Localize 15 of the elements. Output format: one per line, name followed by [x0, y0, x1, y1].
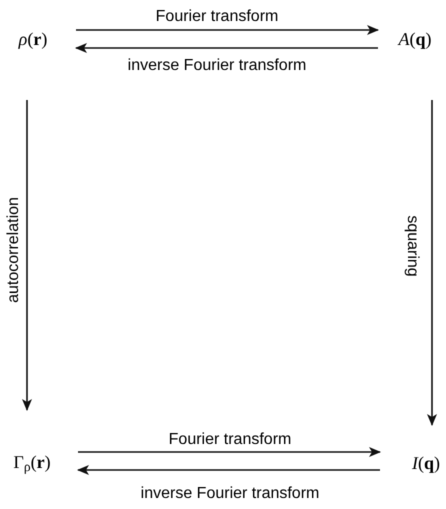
math-symbol: ρ(r): [18, 30, 48, 48]
edge-label: Fourier transform: [168, 432, 292, 448]
edge-label: squaring: [404, 215, 420, 277]
arrow: [77, 465, 380, 475]
math-symbol: I(q): [412, 454, 440, 472]
arrow: [427, 100, 437, 426]
arrow: [75, 43, 378, 53]
arrow: [22, 100, 32, 411]
edge-label: inverse Fourier transform: [128, 58, 306, 74]
edge-label: inverse Fourier transform: [140, 486, 320, 502]
math-symbol: A(q): [398, 30, 432, 48]
edge-label: autocorrelation: [6, 197, 22, 303]
arrow: [76, 25, 379, 35]
arrow: [78, 447, 381, 457]
edge-label: Fourier transform: [156, 9, 278, 25]
